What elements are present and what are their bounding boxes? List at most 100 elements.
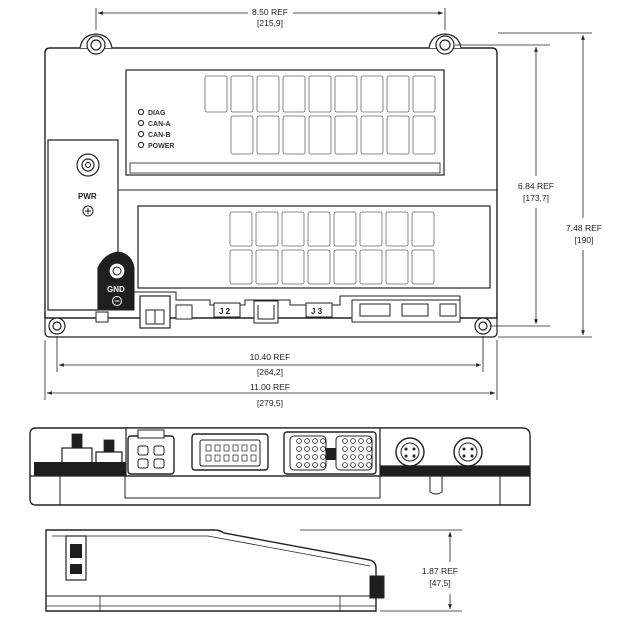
led-label-can-b: CAN-B xyxy=(148,132,171,139)
label-cell xyxy=(359,249,383,285)
dimension-top-width: 8.50 REF [215,9] xyxy=(95,7,446,30)
front-round-connector-right xyxy=(453,437,483,467)
connector-pin xyxy=(366,454,372,460)
connector-pin xyxy=(241,444,248,452)
connector-pin xyxy=(312,438,318,444)
label-cell xyxy=(360,115,384,155)
label-cell xyxy=(281,249,305,285)
label-cell xyxy=(334,115,358,155)
connector-pin xyxy=(304,462,310,468)
label-cell xyxy=(333,211,357,247)
dimension-outer-height: 7.48 REF [190] xyxy=(498,32,602,338)
label-cell xyxy=(308,115,332,155)
j3-label: J 3 xyxy=(311,307,323,316)
dim-mount-width-metric: [264,2] xyxy=(257,367,283,377)
label-cell xyxy=(411,211,435,247)
label-cell xyxy=(308,75,332,113)
label-cell xyxy=(229,211,253,247)
connector-pin xyxy=(223,444,230,452)
connector-pin xyxy=(320,438,326,444)
dim-mount-width-ref: 10.40 REF xyxy=(250,352,291,362)
label-cell xyxy=(385,249,409,285)
connector-pin xyxy=(250,454,257,462)
connector-pin xyxy=(223,454,230,462)
front-round-connector-left xyxy=(395,437,425,467)
connector-pin xyxy=(304,446,310,452)
connector-pin xyxy=(320,462,326,468)
connector-pin xyxy=(320,446,326,452)
label-cell xyxy=(255,211,279,247)
front-view xyxy=(29,427,531,506)
label-cell xyxy=(333,249,357,285)
connector-pin xyxy=(205,444,212,452)
dim-side-height-ref: 1.87 REF xyxy=(422,566,458,576)
led-label-diag: DIAG xyxy=(148,110,166,117)
label-cell xyxy=(230,115,254,155)
mount-hole-bottom-right xyxy=(474,317,492,335)
front-connector-large xyxy=(283,431,377,475)
connector-pin xyxy=(342,438,348,444)
power-terminal xyxy=(76,153,100,177)
dimension-overall-width: 11.00 REF [279,5] xyxy=(44,340,498,408)
label-cell xyxy=(411,249,435,285)
dim-top-width-metric: [215,9] xyxy=(257,18,283,28)
ground-terminal: GND xyxy=(97,251,135,311)
dim-side-height-metric: [47,5] xyxy=(429,578,450,588)
connector-pin xyxy=(358,462,364,468)
connector-pin xyxy=(241,454,248,462)
connector-pin xyxy=(232,454,239,462)
connector-pin xyxy=(304,454,310,460)
connector-pin xyxy=(350,438,356,444)
connector-pin xyxy=(304,438,310,444)
led-indicator-list: DIAG CAN-A CAN-B POWER xyxy=(137,108,174,150)
dim-overall-width-metric: [279,5] xyxy=(257,398,283,408)
connector-pin xyxy=(366,438,372,444)
ground-label: GND xyxy=(107,285,125,294)
label-cell xyxy=(230,75,254,113)
connector-pin xyxy=(214,444,221,452)
front-connector-small xyxy=(127,429,175,475)
connector-pin xyxy=(250,444,257,452)
label-cell xyxy=(256,115,280,155)
led-label-power: POWER xyxy=(148,143,174,150)
dimension-inner-height: 6.84 REF [173,7] xyxy=(455,44,554,327)
label-cell xyxy=(229,249,253,285)
plus-symbol-icon xyxy=(82,205,94,217)
label-cell xyxy=(334,75,358,113)
label-cell xyxy=(307,249,331,285)
label-cell xyxy=(281,211,305,247)
dimension-side-height: 1.87 REF [47,5] xyxy=(300,529,462,612)
label-cell xyxy=(386,75,410,113)
connector-pin xyxy=(296,446,302,452)
connector-pin xyxy=(296,454,302,460)
label-cell xyxy=(282,115,306,155)
lower-label-panel xyxy=(137,205,491,289)
connector-pin xyxy=(296,462,302,468)
connector-pin xyxy=(312,462,318,468)
label-cell xyxy=(256,75,280,113)
front-power-terminal xyxy=(61,433,123,462)
label-cell xyxy=(359,211,383,247)
connector-pin xyxy=(320,454,326,460)
label-cell xyxy=(282,75,306,113)
connector-pin xyxy=(350,462,356,468)
side-view xyxy=(45,529,385,612)
power-label: PWR xyxy=(78,192,97,201)
connector-pin xyxy=(366,446,372,452)
mount-hole-top-right xyxy=(428,33,462,55)
connector-pin xyxy=(350,454,356,460)
dim-top-width-ref: 8.50 REF xyxy=(252,7,288,17)
j2-label: J 2 xyxy=(219,307,231,316)
label-cell xyxy=(255,249,279,285)
label-cell xyxy=(412,115,436,155)
connector-pin xyxy=(350,446,356,452)
connector-pin xyxy=(366,462,372,468)
connector-pin xyxy=(358,454,364,460)
connector-pin xyxy=(214,454,221,462)
dim-inner-height-ref: 6.84 REF xyxy=(518,181,554,191)
dimension-mount-width: 10.40 REF [264,2] xyxy=(56,336,484,377)
connector-pin xyxy=(358,446,364,452)
mount-hole-bottom-left xyxy=(48,317,66,335)
dim-outer-height-ref: 7.48 REF xyxy=(566,223,602,233)
